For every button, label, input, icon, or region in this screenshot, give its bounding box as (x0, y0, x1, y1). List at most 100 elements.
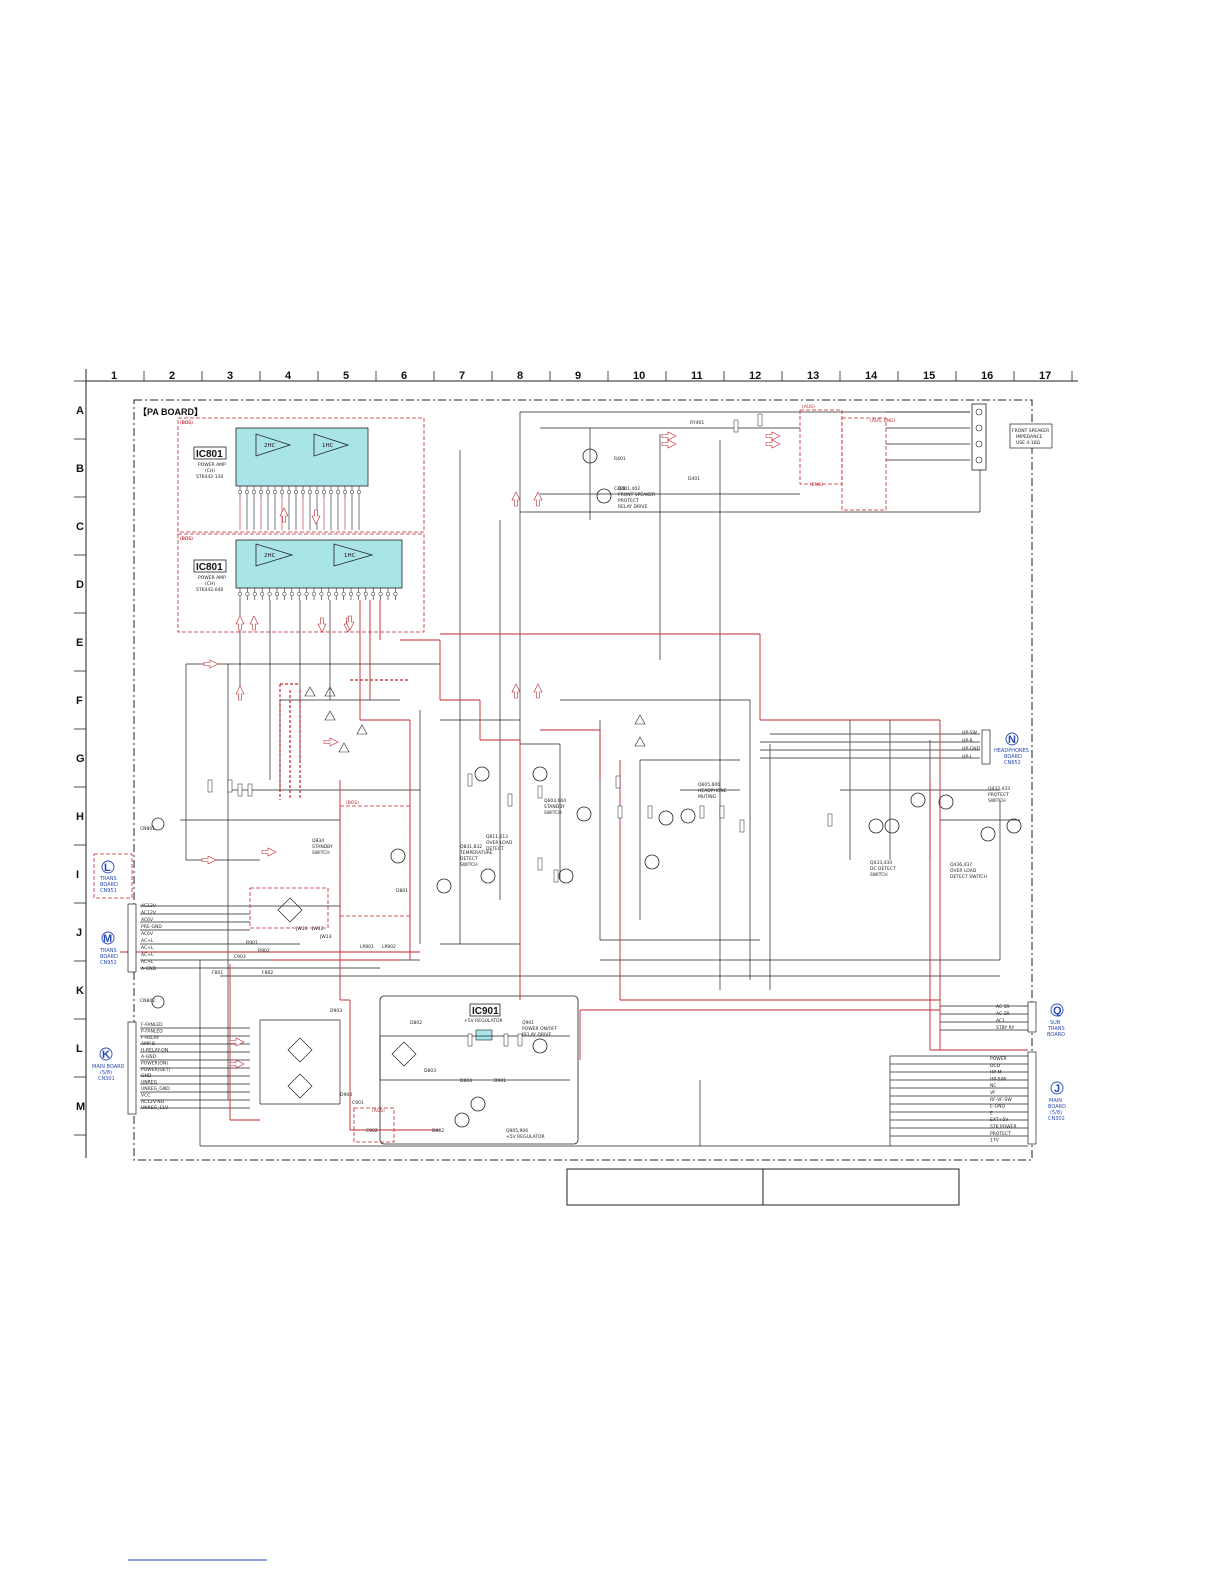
resistor-symbol (537, 857, 543, 871)
ic-pin-marker (335, 489, 341, 495)
column-label: 11 (691, 370, 703, 382)
component-ref: C902 (366, 1128, 378, 1134)
speaker-terminal-group: FRONT SPEAKER IMPEDANCE USE 4-16Ω (971, 403, 1053, 471)
column-label: 3 (227, 370, 233, 382)
resistor-symbol (517, 1033, 523, 1047)
signal-arrow-up (511, 491, 521, 507)
transistor-ref: Q831,832 (460, 844, 482, 850)
transistor-desc: OVER LOAD (950, 868, 977, 874)
ic-pin-marker (279, 489, 285, 495)
transistor-symbol (680, 808, 696, 824)
ic-pin-marker (378, 591, 383, 597)
transistor-desc: DETECT (460, 856, 478, 862)
bridge-rectifier (391, 1041, 417, 1067)
region-note: (BOS) (346, 800, 359, 806)
ic901-chip (475, 1029, 493, 1041)
red-area-speaker-relay-2 (841, 417, 887, 511)
signal-arrow-up (533, 491, 543, 507)
transistor-desc: +5V REGULATOR (506, 1134, 545, 1140)
signal-arrow-up (533, 683, 543, 699)
pin-label-k: P-FANLED (141, 1028, 163, 1034)
transistor-symbol (884, 818, 900, 834)
signal-arrow-up (279, 507, 289, 523)
row-label: J (76, 927, 82, 939)
transistor-symbol (868, 818, 884, 834)
ic801-upper-part: STK442-130 (196, 474, 223, 480)
amp-label-1hc-lower: 1HC (344, 553, 356, 559)
row-label: G (76, 753, 85, 765)
pin-label-j: HP-M (990, 1070, 1002, 1076)
red-area-standby (339, 805, 411, 917)
pin-label-k: AMP-B (141, 1041, 155, 1047)
component-ref: LP802 (382, 944, 396, 950)
signal-arrow-up (511, 683, 521, 699)
signal-arrow-right (765, 431, 781, 441)
transistor-symbol (480, 868, 496, 884)
ic-pin-marker (251, 489, 257, 495)
transistor-symbol (532, 766, 548, 782)
ic-pin-marker (260, 591, 265, 597)
component-ref: D804 (460, 1078, 472, 1084)
warning-triangle (324, 686, 336, 697)
component-ref: D802 (410, 1020, 422, 1026)
connector-n-letter: N (1008, 734, 1016, 746)
connector-k-group: K MAIN BOARD (5/8) CN301 (92, 1047, 125, 1082)
ic-pin-marker (321, 489, 327, 495)
ic801-lower-sub: (CH) (205, 581, 215, 587)
pin-label-q: AC1 (996, 1018, 1005, 1024)
pin-label-n: HP-R (962, 738, 973, 744)
component-ref: LP801 (360, 944, 374, 950)
speaker-terminal-block (971, 403, 987, 471)
column-label: 9 (575, 370, 581, 382)
connector-m-letter: M (103, 933, 112, 945)
ic-pin-marker (293, 489, 299, 495)
pin-label-k: POWER(ON) (141, 1060, 168, 1066)
resistor-symbol (507, 793, 513, 807)
fuse-symbol (151, 817, 165, 831)
pin-label-n: HP-L (962, 754, 973, 760)
warning-triangle (338, 742, 350, 753)
ic-pin-marker (272, 489, 278, 495)
amp-label-2hc-upper: 2HC (264, 443, 276, 449)
column-label: 5 (343, 370, 349, 382)
transistor-ref: Q901 (522, 1020, 534, 1026)
transistor-desc: FRONT SPEAKER (618, 492, 655, 498)
board-title: 【PA BOARD】 (138, 407, 203, 417)
connector-j-badge (1050, 1081, 1064, 1095)
resistor-symbol (827, 813, 833, 827)
transistor-symbol (582, 448, 598, 464)
amp-triangle-1hc-lower (333, 543, 374, 567)
component-ref: CN802 (140, 998, 155, 1004)
speaker-terminal-2 (975, 424, 983, 432)
connector-q-line2: TRANS (1047, 1026, 1065, 1032)
sub-trans-connector-strip (1027, 1001, 1037, 1033)
component-ref: D902 (432, 1128, 444, 1134)
ic-pin-marker (349, 489, 355, 495)
pin-label-j: POWER (990, 1056, 1007, 1062)
pin-label-m: AC6V (141, 917, 154, 923)
region-note: (AUS) (802, 404, 815, 410)
component-ref: R401 (614, 456, 626, 462)
pin-label-q: AC 1R (996, 1004, 1010, 1010)
ic801-lower-boundary (177, 533, 425, 633)
column-label: 16 (981, 370, 993, 382)
pin-label-j: VF (990, 1090, 996, 1096)
transistor-ref: Q432,433 (988, 786, 1010, 792)
ic-pin-marker (314, 489, 320, 495)
ic-pin-marker (244, 489, 250, 495)
signal-arrow-right (261, 847, 277, 857)
column-label: 4 (285, 370, 292, 382)
transistor-desc: SWITCH (870, 872, 888, 878)
red-area-bridge (249, 887, 329, 929)
transistor-desc: DETECT SWITCH (950, 874, 987, 880)
transistor-symbol (470, 1096, 486, 1112)
connector-n-line2: BOARD (1004, 754, 1022, 760)
connector-q-line1: SUB (1050, 1020, 1061, 1026)
ic801-lower-label-box (193, 559, 227, 573)
ic-pin-marker (363, 591, 368, 597)
row-label: K (76, 985, 84, 997)
column-label: 12 (749, 370, 761, 382)
connector-j-line1: MAIN (1049, 1098, 1062, 1104)
ic-pin-marker (258, 489, 264, 495)
